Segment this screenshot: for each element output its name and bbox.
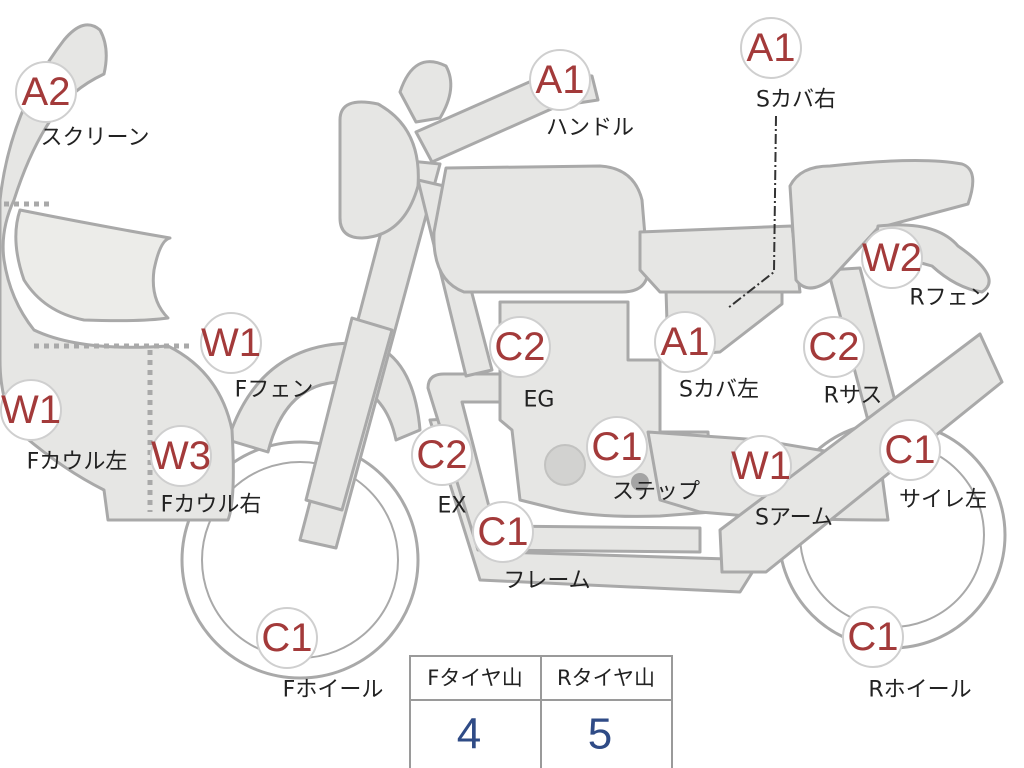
part-name-front-cowl-left: Fカウル左 xyxy=(27,450,128,475)
label-step: C1 ステップ xyxy=(586,416,700,505)
grade-badge-rear-fender xyxy=(861,227,923,289)
grade-badge-front-cowl-right xyxy=(150,425,212,487)
label-frame: C1 フレーム xyxy=(472,501,591,594)
grade-labels: A2スクリーンA1ハンドルA1Sカバ右W2RフェンW1FフェンC2EGA1Sカバ… xyxy=(0,17,991,703)
grade-code-side-cover-left: A1 xyxy=(661,320,710,364)
silencer-shape xyxy=(718,332,1004,574)
part-name-side-cover-left: Sカバ左 xyxy=(679,378,759,403)
grade-code-front-wheel: C1 xyxy=(261,616,312,660)
exhaust-shape xyxy=(426,372,702,554)
grade-badge-swing-arm xyxy=(730,435,792,497)
screen-inner-shape xyxy=(14,208,172,323)
grade-code-silencer-left: C1 xyxy=(884,428,935,472)
part-name-swing-arm: Sアーム xyxy=(755,506,833,531)
part-name-front-cowl-right: Fカウル右 xyxy=(161,493,262,518)
grade-badge-handle xyxy=(529,49,591,111)
part-name-frame: フレーム xyxy=(503,569,590,594)
grade-code-side-cover-right: A1 xyxy=(747,26,796,70)
grade-code-rear-suspension: C2 xyxy=(808,325,859,369)
engine-cover xyxy=(544,444,586,486)
handle-grip-shape xyxy=(398,60,453,124)
rear-tire-tread-value: 5 xyxy=(588,710,612,759)
grade-badge-screen xyxy=(15,61,77,123)
front-wheel-rim xyxy=(180,440,420,680)
step-peg-1 xyxy=(631,473,649,491)
grade-code-frame: C1 xyxy=(477,510,528,554)
grade-code-step: C1 xyxy=(591,425,642,469)
label-handle: A1 ハンドル xyxy=(529,49,634,141)
part-name-screen: スクリーン xyxy=(41,126,150,151)
grade-code-handle: A1 xyxy=(536,58,585,102)
grade-badge-step xyxy=(586,416,648,478)
tire-tread-table: Fタイヤ山 Rタイヤ山 4 5 xyxy=(409,655,673,768)
grade-badge-rear-suspension xyxy=(803,316,865,378)
rear-tire-tread-label: Rタイヤ山 xyxy=(557,666,655,690)
part-name-rear-wheel: Rホイール xyxy=(868,678,971,703)
part-name-handle: ハンドル xyxy=(546,116,634,141)
grade-badge-side-cover-left xyxy=(654,311,716,373)
part-name-front-wheel: Fホイール xyxy=(283,678,384,703)
side-cover-right-leader xyxy=(727,115,777,309)
grade-code-screen: A2 xyxy=(22,70,71,114)
grade-badge-engine xyxy=(489,316,551,378)
headlight-shape xyxy=(338,100,420,240)
front-tire-tread-label: Fタイヤ山 xyxy=(427,666,522,690)
part-name-step: ステップ xyxy=(612,480,700,505)
part-name-front-fender: Fフェン xyxy=(235,378,314,403)
grade-code-exhaust: C2 xyxy=(416,433,467,477)
grade-badge-front-fender xyxy=(200,312,262,374)
grade-code-front-fender: W1 xyxy=(201,321,261,365)
part-name-side-cover-right: Sカバ右 xyxy=(756,88,836,113)
grade-badge-frame xyxy=(472,501,534,563)
fuel-tank-shape xyxy=(432,164,650,294)
grade-badge-front-cowl-left xyxy=(0,379,62,441)
grade-code-front-cowl-left: W1 xyxy=(1,388,61,432)
grade-code-engine: C2 xyxy=(494,325,545,369)
label-silencer-left: C1 サイレ左 xyxy=(879,419,987,513)
part-name-engine: EG xyxy=(524,388,555,413)
grade-badge-exhaust xyxy=(411,424,473,486)
front-tire-tread-value: 4 xyxy=(457,710,481,759)
grade-code-rear-wheel: C1 xyxy=(847,615,898,659)
part-name-rear-fender: Rフェン xyxy=(909,286,990,311)
seat-shape xyxy=(638,224,802,294)
fork-guard-shape xyxy=(304,316,394,512)
grade-code-rear-fender: W2 xyxy=(862,236,922,280)
part-name-rear-suspension: Rサス xyxy=(824,384,883,409)
part-name-silencer-left: サイレ左 xyxy=(899,488,987,513)
grade-badge-side-cover-right xyxy=(740,17,802,79)
grade-badge-silencer-left xyxy=(879,419,941,481)
label-screen: A2 スクリーン xyxy=(15,61,150,151)
grade-badge-rear-wheel xyxy=(842,606,904,668)
part-name-exhaust: EX xyxy=(438,494,467,519)
grade-code-swing-arm: W1 xyxy=(731,444,791,488)
grade-badge-front-wheel xyxy=(256,607,318,669)
grade-code-front-cowl-right: W3 xyxy=(151,434,211,478)
